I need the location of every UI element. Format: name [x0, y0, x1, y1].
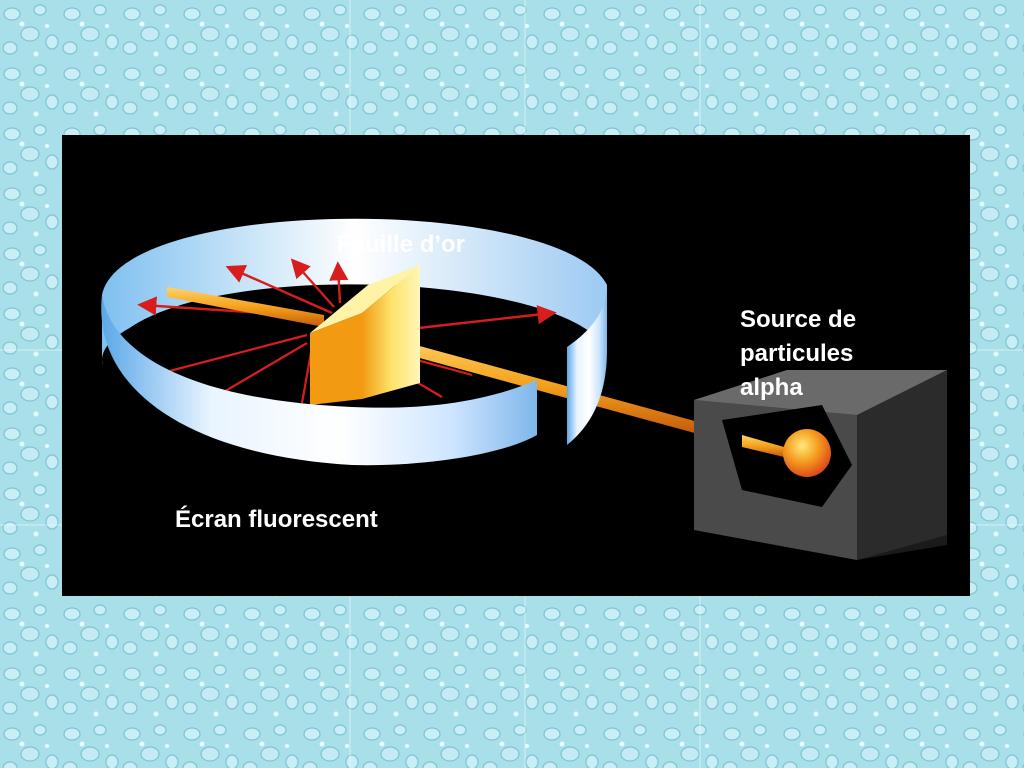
scatter-arrow	[225, 265, 333, 315]
alpha-beam-behind-foil	[167, 287, 324, 327]
scatter-arrow	[290, 258, 335, 308]
diagram-panel: Feuille d’or Source de particules alpha …	[62, 135, 970, 596]
fluorescent-screen-label: Écran fluorescent	[175, 506, 378, 533]
alpha-source-label-line-1: Source de	[740, 306, 857, 333]
rutherford-experiment-diagram	[101, 218, 947, 560]
alpha-source-label-line-3: alpha	[740, 374, 803, 401]
alpha-source-label-line-2: particules	[740, 340, 854, 367]
alpha-source-label: Source de particules alpha	[740, 303, 920, 405]
gold-foil	[310, 265, 420, 405]
radioactive-sphere-icon	[783, 429, 831, 477]
gold-foil-label: Feuille d’or	[337, 231, 466, 258]
fluorescent-screen	[101, 218, 702, 466]
alpha-source	[694, 370, 947, 560]
scatter-arrow	[329, 261, 349, 304]
